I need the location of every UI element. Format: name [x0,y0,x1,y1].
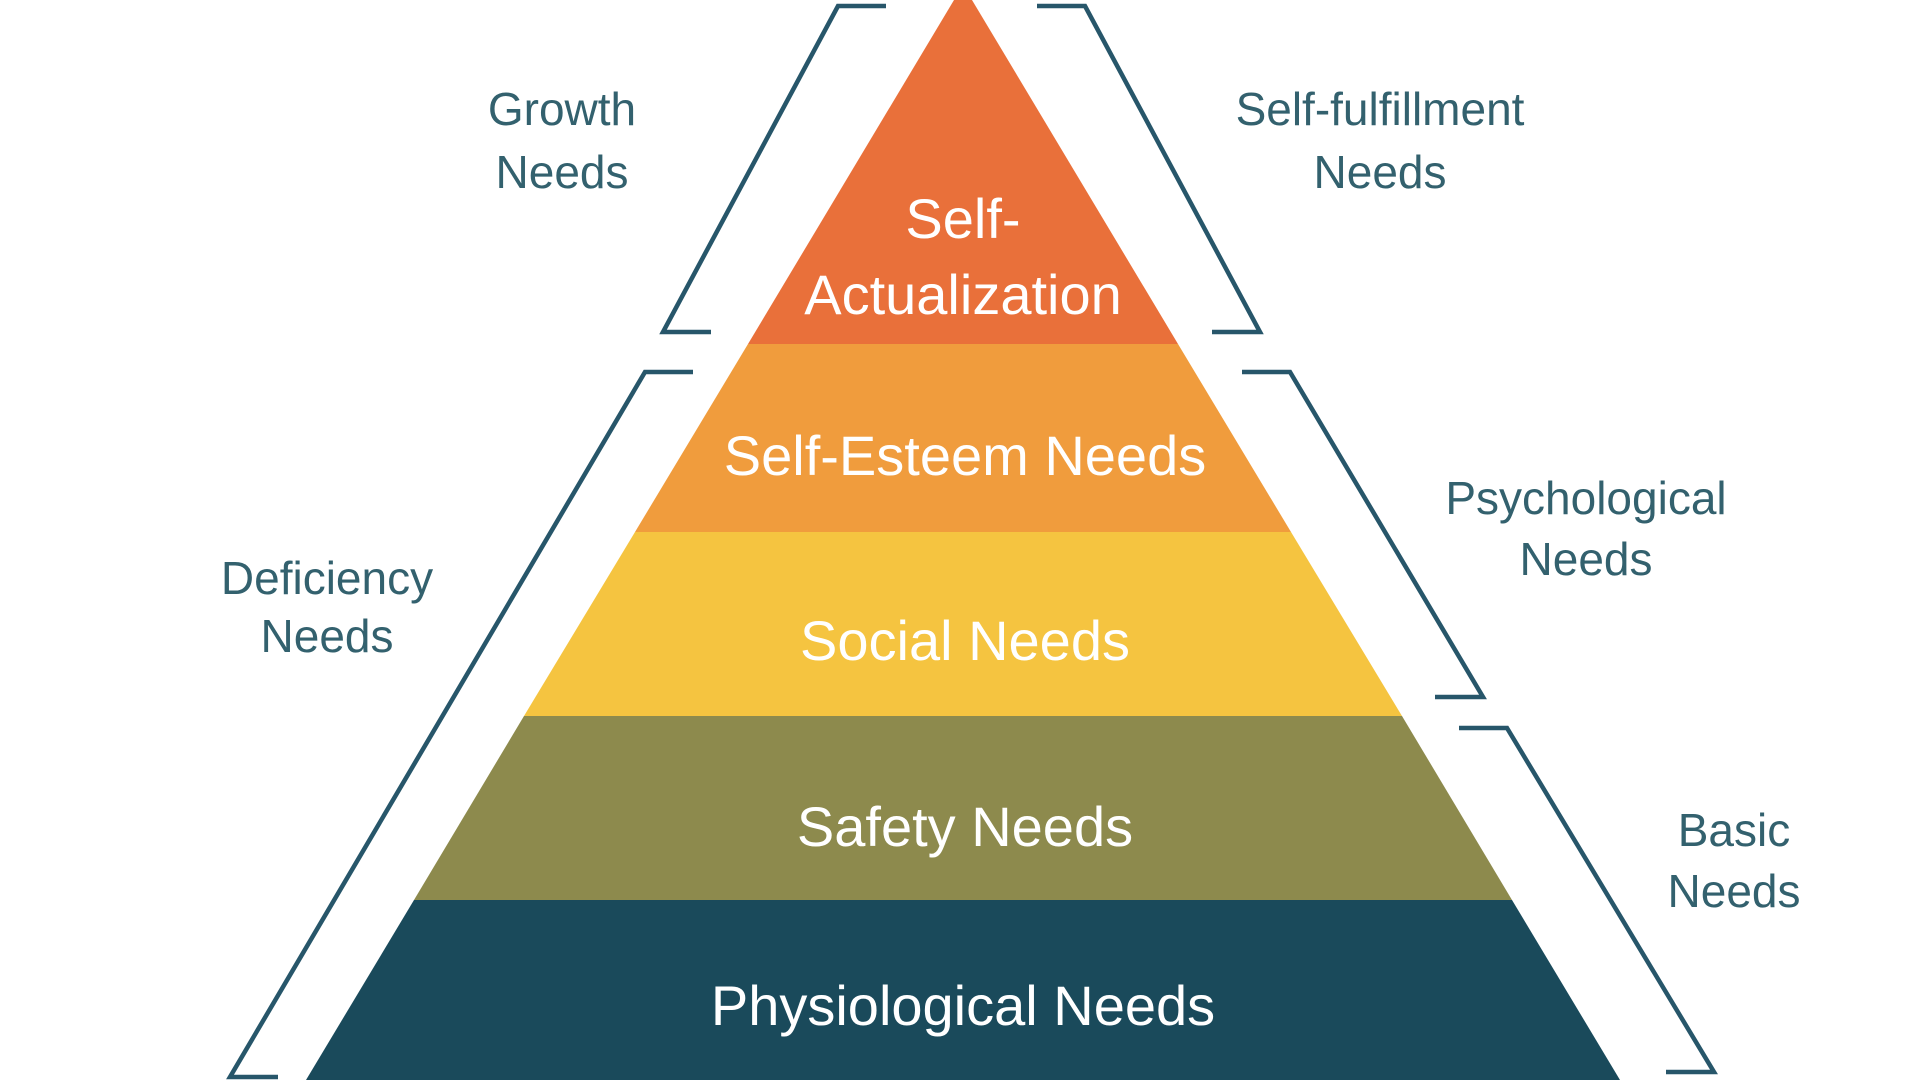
brackets [226,3,1718,1080]
label-self-esteem: Self-Esteem Needs [724,424,1206,487]
side-label-psychological-line1: Psychological [1445,472,1726,524]
label-safety: Safety Needs [797,795,1133,858]
level-self-actualization [748,0,1178,344]
side-label-growth-line2: Needs [496,146,629,198]
label-physiological: Physiological Needs [711,974,1215,1037]
bracket-basic [1459,725,1718,1075]
side-label-deficiency-line2: Needs [261,610,394,662]
side-label-self-fulfillment-line1: Self-fulfillment [1236,83,1525,135]
side-label-deficiency-line1: Deficiency [221,552,433,604]
side-label-self-fulfillment-line2: Needs [1314,146,1447,198]
label-self-actualization-line1: Self- [905,187,1020,250]
bracket-self-fulfillment [1037,3,1264,335]
side-labels: Growth Needs Self-fulfillment Needs Defi… [221,83,1801,917]
pyramid-labels: Self- Actualization Self-Esteem Needs So… [711,187,1215,1037]
side-label-psychological-line2: Needs [1520,533,1653,585]
label-social: Social Needs [800,609,1130,672]
side-label-basic-line1: Basic [1678,804,1790,856]
level-physiological [306,900,1620,1080]
bracket-deficiency [226,369,693,1080]
level-social [524,532,1402,716]
side-label-growth-line1: Growth [488,83,636,135]
side-label-basic-line2: Needs [1668,865,1801,917]
bracket-growth [659,3,886,335]
bracket-psychological [1242,369,1487,700]
pyramid [306,0,1620,1080]
level-safety [414,716,1512,900]
label-self-actualization-line2: Actualization [804,263,1122,326]
level-self-esteem [635,344,1291,532]
